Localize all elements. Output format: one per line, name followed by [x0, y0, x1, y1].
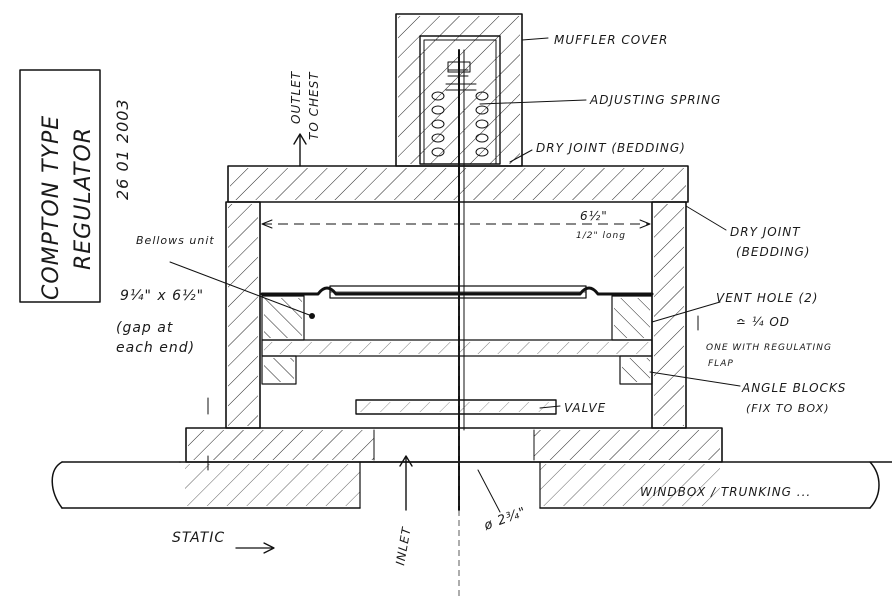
label-vent-note-2: FLAP [708, 359, 734, 369]
label-angle-blocks-sub: (FIX TO BOX) [746, 402, 830, 415]
label-static: STATIC [172, 530, 225, 546]
label-inlet: INLET [393, 525, 414, 567]
label-bellows-size: 9¼" x 6½" [120, 288, 204, 304]
label-vent-hole: VENT HOLE (2) [716, 291, 818, 305]
inlet-arrow [399, 455, 413, 511]
label-dry-joint-side: DRY JOINT [730, 225, 801, 239]
label-dim-width-sub: 1/2" long [576, 231, 626, 241]
valve [355, 399, 557, 415]
label-gap-note-1: (gap at [116, 320, 173, 336]
label-outlet: OUTLET [289, 70, 303, 124]
title-box [19, 69, 101, 303]
label-valve: VALVE [564, 401, 606, 415]
label-gap-note-2: each end) [116, 340, 195, 356]
outlet-arrow [293, 133, 307, 167]
base-board [185, 427, 723, 463]
title-block: COMPTON TYPE REGULATOR 26 01 2003 [19, 69, 132, 303]
title-date: 26 01 2003 [113, 98, 132, 200]
label-vent-note-1: ONE WITH REGULATING [706, 343, 832, 353]
angle-blocks [261, 355, 653, 385]
label-outlet-to: TO CHEST [307, 71, 321, 140]
label-adjusting-spring: ADJUSTING SPRING [589, 93, 721, 107]
label-dry-joint-side-sub: (BEDDING) [736, 245, 810, 259]
label-windbox: WINDBOX / TRUNKING ... [640, 485, 811, 499]
label-angle-blocks: ANGLE BLOCKS [741, 381, 846, 395]
box-walls [225, 201, 687, 429]
base-board-outline [185, 427, 723, 463]
windbox [51, 461, 892, 509]
label-dim-width: 6½" [580, 209, 608, 223]
width-dimension [261, 219, 651, 229]
label-dry-joint-top: DRY JOINT (BEDDING) [536, 141, 686, 155]
title-line2: REGULATOR [71, 127, 96, 270]
leader-lines [169, 37, 741, 513]
label-muffler-cover: MUFFLER COVER [554, 33, 668, 47]
label-bellows-unit: Bellows unit [136, 234, 215, 247]
title-line1: COMPTON TYPE [39, 115, 64, 300]
label-inlet-dia: ø 2¾" [481, 505, 528, 534]
bellows-unit [260, 285, 654, 357]
label-vent-dia: ≏ ¼ OD [736, 315, 790, 329]
